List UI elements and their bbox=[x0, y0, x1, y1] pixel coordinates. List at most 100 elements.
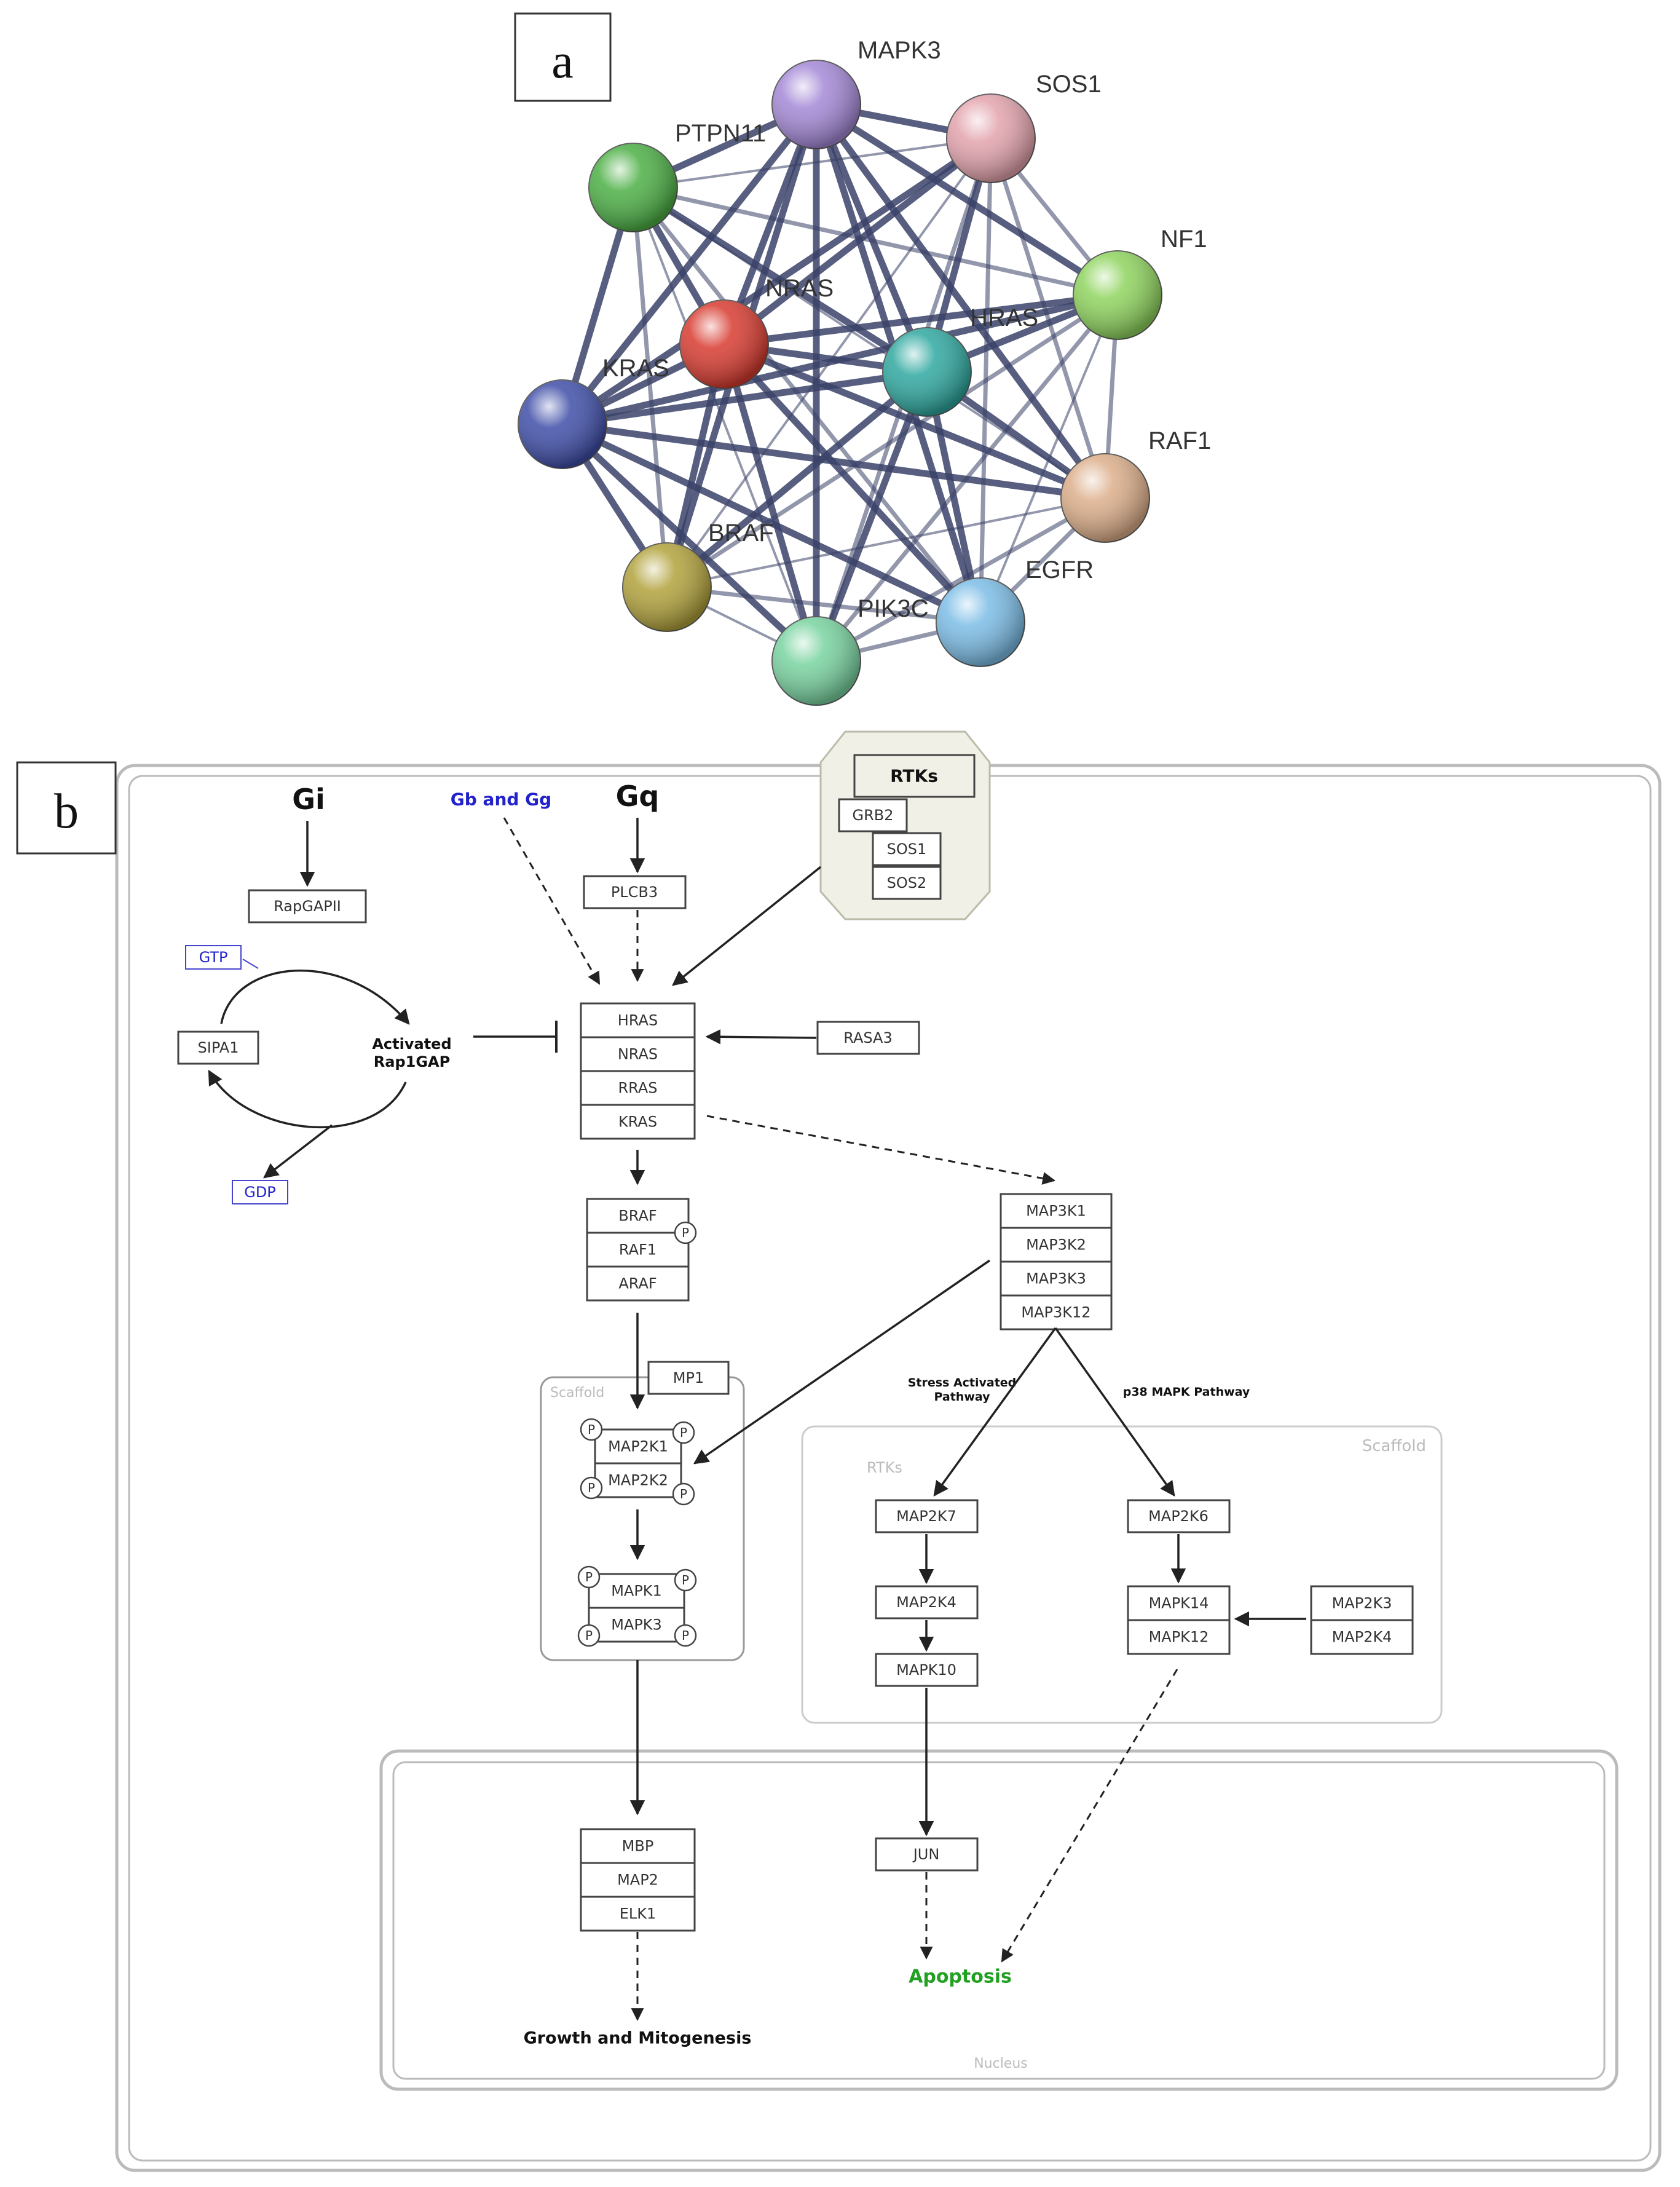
gtp-label: GTP bbox=[199, 949, 228, 966]
edge-nf1-nras bbox=[724, 291, 1118, 348]
gdp-arrow bbox=[263, 1124, 333, 1179]
sos2-box bbox=[872, 866, 942, 900]
phospho-site-0 bbox=[580, 1418, 603, 1441]
ras-box-kras bbox=[580, 1104, 696, 1140]
mp1-box bbox=[647, 1361, 730, 1395]
nucleus-label: Nucleus bbox=[974, 2056, 1028, 2071]
node-nras[interactable]: NRAS bbox=[679, 275, 834, 389]
phospho-site-4 bbox=[577, 1565, 601, 1589]
sipa1-label: SIPA1 bbox=[198, 1039, 239, 1056]
sos1-box bbox=[872, 832, 942, 866]
ras-to-map3k-arrow bbox=[706, 1115, 1056, 1185]
gtp-connector bbox=[242, 959, 259, 969]
edge-mapk3-hras bbox=[813, 103, 931, 374]
apoptosis-label: Apoptosis bbox=[909, 1966, 1012, 1988]
rapgap-label: RapGAPII bbox=[274, 898, 341, 915]
node-sos1[interactable]: SOS1 bbox=[946, 71, 1102, 183]
edge-raf1-braf bbox=[666, 497, 1106, 588]
node-ptpn11-shine bbox=[589, 143, 677, 232]
node-pik3c[interactable]: PIK3C bbox=[771, 595, 929, 706]
phospho-site-label-5: P bbox=[682, 1573, 689, 1588]
edge-nras-raf1 bbox=[722, 341, 1107, 502]
map2k6-label: MAP2K6 bbox=[1148, 1508, 1209, 1525]
scaffold-left bbox=[540, 1376, 745, 1661]
activated-line2: Rap1GAP bbox=[374, 1053, 450, 1070]
map3k-to-map2k-arrow bbox=[693, 1259, 990, 1465]
map2k-box-map2k1 bbox=[594, 1428, 682, 1465]
node-kras-shine bbox=[518, 380, 607, 469]
edge-nras-egfr bbox=[721, 342, 984, 625]
node-braf[interactable]: BRAF bbox=[622, 520, 774, 632]
map2k-box-map2k2 bbox=[594, 1462, 682, 1498]
node-mapk3[interactable]: MAPK3 bbox=[771, 37, 941, 149]
map3k-box-map3k12 bbox=[1000, 1294, 1113, 1331]
phospho-site-label-0: P bbox=[588, 1422, 595, 1437]
node-raf1[interactable]: RAF1 bbox=[1060, 427, 1211, 543]
edge-sos1-ptpn11 bbox=[633, 137, 992, 189]
node-hras-shine bbox=[883, 328, 971, 416]
ras-label-nras: NRAS bbox=[618, 1046, 658, 1063]
ras-label-hras: HRAS bbox=[618, 1012, 658, 1029]
node-ptpn11[interactable]: PTPN11 bbox=[588, 120, 766, 232]
map3k-box-map3k3 bbox=[1000, 1260, 1113, 1297]
mapk10-box bbox=[875, 1653, 979, 1687]
phospho-site-1 bbox=[672, 1421, 695, 1444]
edge-mapk3-raf1 bbox=[813, 102, 1108, 500]
map2k7-box bbox=[875, 1499, 979, 1533]
ras-box-nras bbox=[580, 1036, 696, 1072]
node-sos1-label: SOS1 bbox=[1036, 71, 1102, 98]
phospho-site-label-7: P bbox=[682, 1628, 689, 1643]
rtks-label: RTKs bbox=[890, 766, 938, 786]
phospho-site-label-1: P bbox=[680, 1425, 687, 1440]
edge-ptpn11-nf1 bbox=[633, 185, 1118, 298]
node-egfr[interactable]: EGFR bbox=[936, 556, 1094, 667]
node-braf-label: BRAF bbox=[708, 520, 774, 547]
node-braf-shine bbox=[623, 543, 711, 631]
nucleus-outline bbox=[379, 1749, 1619, 2091]
mapk14-box-mapk12 bbox=[1127, 1619, 1231, 1655]
mp1-label: MP1 bbox=[673, 1369, 704, 1386]
edge-hras-pik3c bbox=[813, 371, 931, 662]
gbgg-to-ras-arrow bbox=[503, 817, 601, 985]
edge-sos1-raf1 bbox=[988, 137, 1108, 499]
rasa3-to-ras-arrow bbox=[705, 1029, 817, 1045]
sos1-label: SOS1 bbox=[887, 840, 927, 858]
raf-label-braf: BRAF bbox=[618, 1208, 657, 1225]
node-kras[interactable]: KRAS bbox=[518, 355, 669, 469]
phospho-site-7 bbox=[674, 1624, 697, 1647]
phospho-site-label-3: P bbox=[680, 1487, 687, 1501]
map3k-to-map2k6-arrow bbox=[1054, 1327, 1175, 1497]
phospho-site-5 bbox=[674, 1568, 697, 1592]
rasa3-box bbox=[816, 1021, 920, 1055]
plcb3-label: PLCB3 bbox=[611, 884, 658, 901]
node-hras[interactable]: HRAS bbox=[882, 304, 1038, 417]
node-egfr-shine bbox=[936, 578, 1025, 666]
node-pik3c-label: PIK3C bbox=[858, 595, 929, 622]
node-nf1[interactable]: NF1 bbox=[1073, 226, 1207, 340]
map3k-label-map3k1: MAP3K1 bbox=[1026, 1203, 1086, 1220]
map2k-label-map2k2: MAP2K2 bbox=[608, 1472, 668, 1489]
edge-hras-kras bbox=[562, 368, 928, 428]
gdp-box bbox=[232, 1180, 288, 1204]
grb2-label: GRB2 bbox=[852, 807, 893, 824]
mapk14-label-mapk14: MAPK14 bbox=[1149, 1595, 1209, 1612]
activated-line1: Activated bbox=[372, 1035, 451, 1053]
nuclear-label-map2: MAP2 bbox=[617, 1872, 658, 1889]
nucleus-outline-inner bbox=[392, 1761, 1606, 2080]
edge-kras-egfr bbox=[561, 421, 982, 625]
scaffold-left-label: Scaffold bbox=[550, 1385, 604, 1401]
stress-label-line1: Stress Activated bbox=[908, 1376, 1017, 1390]
nuclear-label-mbp: MBP bbox=[622, 1838, 654, 1855]
ras-label-kras: KRAS bbox=[618, 1113, 657, 1131]
ras-label-rras: RRAS bbox=[618, 1080, 657, 1097]
edge-sos1-nras bbox=[722, 135, 993, 347]
map2k4-box bbox=[875, 1585, 979, 1619]
nuclear-box-mbp bbox=[580, 1828, 696, 1864]
